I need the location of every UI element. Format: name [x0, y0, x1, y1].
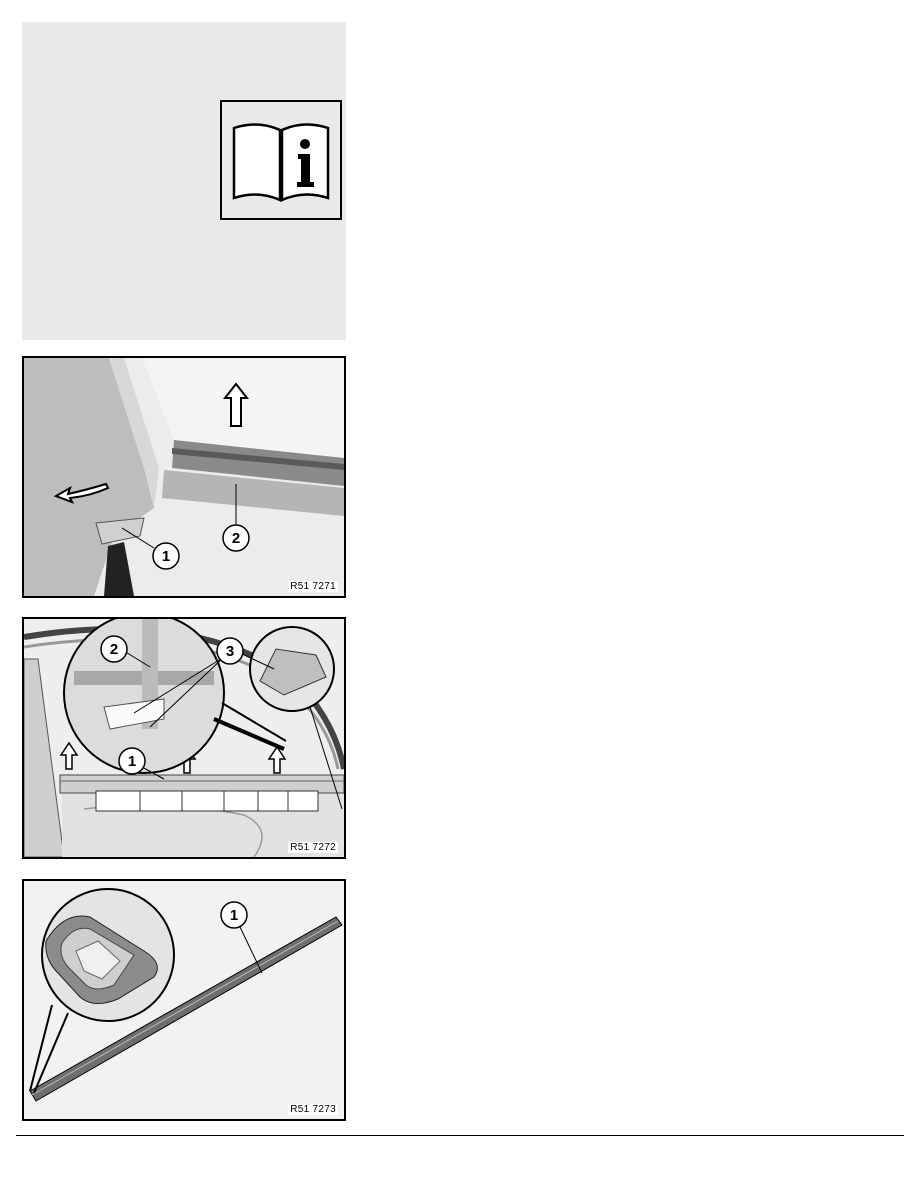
figure-3-illustration: 1 — [24, 881, 344, 1119]
figure-2: 1 2 3 R51 7272 — [22, 617, 346, 859]
callout-3: 3 — [226, 643, 234, 660]
figure-3: 1 R51 7273 — [22, 879, 346, 1121]
callout-2: 2 — [232, 530, 240, 547]
callout-1: 1 — [162, 548, 170, 565]
info-panel — [22, 22, 346, 340]
figure-3-callouts: 1 — [220, 901, 248, 929]
figure-1: 1 2 R51 7271 — [22, 356, 346, 598]
book-info-icon — [232, 123, 330, 202]
callout-2: 2 — [110, 641, 118, 658]
figure-2-callouts: 1 2 3 — [100, 635, 244, 775]
callout-1: 1 — [230, 907, 238, 924]
callout-1: 1 — [128, 753, 136, 770]
figure-1-illustration: 1 2 — [24, 358, 344, 596]
footer-rule — [16, 1135, 904, 1136]
figure-code: R51 7273 — [288, 1104, 338, 1115]
figure-1-callouts: 1 2 — [152, 524, 250, 570]
info-box — [220, 100, 342, 220]
figure-code: R51 7271 — [288, 581, 338, 592]
figure-code: R51 7272 — [288, 842, 338, 853]
figure-2-illustration: 1 2 3 — [24, 619, 344, 857]
